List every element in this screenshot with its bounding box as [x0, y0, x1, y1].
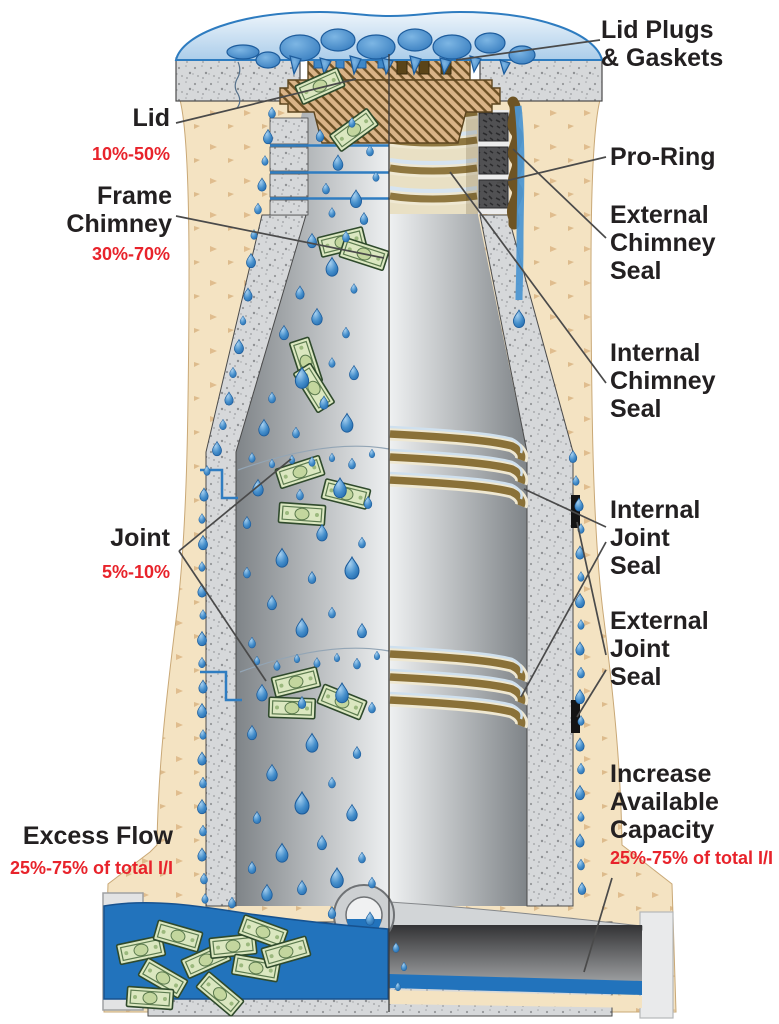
label-increase-capacity-percent: 25%-75% of total I/I	[610, 848, 774, 868]
leader-internal-joint-seal-lower	[520, 541, 607, 698]
leaking-joints-left	[200, 445, 390, 702]
label-external-chimney-seal: External Chimney Seal	[610, 201, 716, 285]
label-pro-ring: Pro-Ring	[610, 143, 716, 171]
label-excess-flow-percent: 25%-75% of total I/I	[9, 858, 173, 878]
available-capacity-area	[389, 925, 642, 984]
label-lid-plugs-gaskets: Lid Plugs & Gaskets	[601, 16, 724, 72]
leader-lid	[175, 78, 357, 124]
label-lid-percent: 10%-50%	[91, 144, 170, 164]
leader-internal-joint-seal-upper	[523, 488, 607, 528]
surface-water-pool	[174, 10, 604, 76]
leader-lid-plugs	[455, 39, 601, 61]
pro-ring-stack	[478, 110, 509, 214]
leader-external-chimney-seal	[512, 148, 607, 239]
low-flow-stream	[389, 974, 642, 995]
leader-pro-ring	[496, 156, 607, 184]
leader-joint-lower	[178, 550, 267, 682]
external-chimney-seal-strip	[507, 96, 525, 329]
label-internal-chimney-seal: Internal Chimney Seal	[610, 339, 716, 423]
label-internal-joint-seal: Internal Joint Seal	[610, 496, 701, 580]
leader-joint-upper	[178, 458, 292, 552]
leader-frame-chimney	[175, 215, 385, 259]
label-increase-capacity: Increase Available Capacity	[610, 760, 719, 844]
right-pipe-stub	[639, 911, 674, 1019]
frame-chimney-rings	[269, 117, 389, 216]
leader-increase-capacity	[583, 877, 613, 973]
leader-internal-chimney-seal	[449, 171, 607, 384]
leader-lines	[175, 39, 613, 973]
label-joint-percent: 5%-10%	[101, 562, 170, 582]
leader-external-joint-seal-upper	[576, 521, 607, 656]
label-joint: Joint	[110, 524, 170, 552]
label-excess-flow: Excess Flow	[22, 822, 173, 850]
label-lid: Lid	[132, 104, 171, 132]
label-external-joint-seal: External Joint Seal	[610, 607, 709, 691]
external-joint-seal-bars	[571, 495, 580, 733]
label-frame-chimney: Frame Chimney	[66, 182, 172, 238]
leader-external-joint-seal-lower	[576, 669, 607, 718]
label-frame-chimney-percent: 30%-70%	[91, 244, 170, 264]
